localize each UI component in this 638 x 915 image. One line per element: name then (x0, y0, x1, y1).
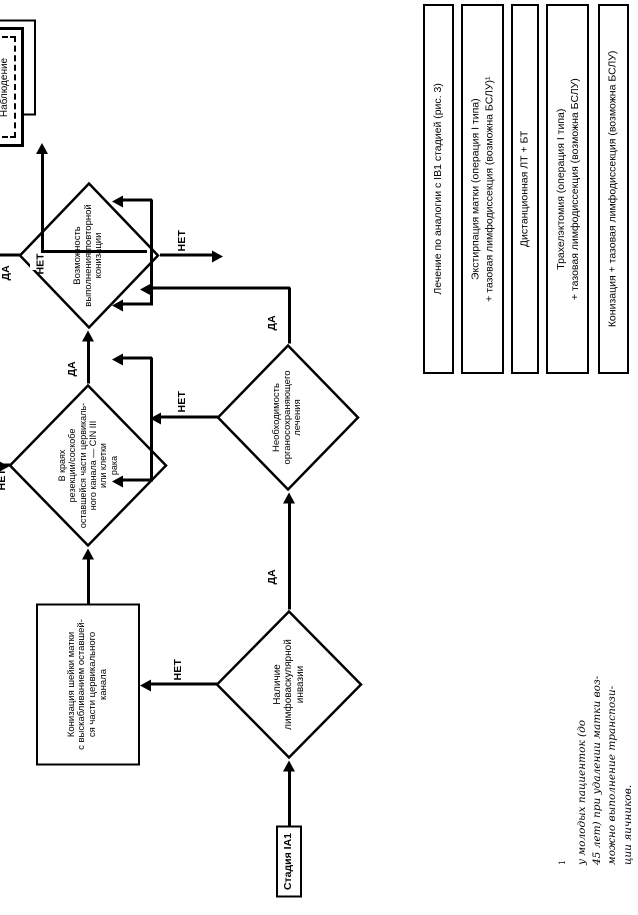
node-organ-preserving-label: Необходимость органосохраняющего лечения (270, 369, 304, 465)
edge-into-observation-horiz (41, 250, 147, 253)
footnote: 1 у молодых пациенток (до 45 лет) при уд… (542, 655, 638, 865)
edge-start-to-lvsi (288, 769, 291, 825)
edge-label-repeat-no: НЕТ (176, 228, 188, 252)
footnote-text: у молодых пациенток (до 45 лет) при удал… (575, 675, 634, 865)
edge-lvsi-no-vert (150, 682, 217, 685)
edge-label-margins-yes: ДА (66, 359, 78, 377)
edge-label-observation-net: НЕТ (30, 254, 51, 275)
edge-organ-yes-branch-right (122, 198, 152, 201)
edge-lvsi-yes-arrow (283, 492, 295, 503)
edge-organ-yes-branch-right-arrow (112, 195, 123, 207)
edge-organ-no-split (150, 357, 153, 481)
edge-loop-arrow-into-margins (0, 460, 9, 472)
edge-lvsi-yes (288, 501, 291, 609)
edge-label-organ-no: НЕТ (176, 389, 188, 413)
edge-margins-yes (87, 339, 90, 383)
node-organ-preserving: Необходимость органосохраняющего лечения (216, 343, 360, 491)
edge-organ-yes-split (150, 199, 153, 305)
edge-organ-no-branch-left (122, 478, 152, 481)
edge-label-organ-yes: ДА (266, 313, 278, 331)
node-repeat-possible: Возможность выполнения повторной конизац… (18, 181, 160, 329)
footnote-marker: 1 (558, 859, 568, 865)
edge-organ-yes-branch-left-arrow (112, 299, 123, 311)
node-lvsi: Наличие лимфоваскулярной инвазии (215, 609, 363, 759)
edge-organ-no-branch-left-arrow (112, 475, 123, 487)
lvsi-diamond-shape (215, 609, 363, 759)
edge-organ-yes-branch-left (122, 302, 152, 305)
node-lvsi-label: Наличие лимфоваскулярной инвазии (271, 638, 306, 730)
repeat-possible-diamond-shape (18, 181, 160, 329)
edge-organ-yes-horiz (288, 287, 291, 343)
edge-repeat-no-arrow (212, 250, 223, 262)
edge-organ-no-vert (160, 415, 218, 418)
edge-label-lvsi-yes: ДА (266, 567, 278, 585)
edge-start-to-lvsi-arrow (283, 760, 295, 771)
organ-preserving-diamond-shape (216, 343, 360, 491)
node-conization: Конизация шейки матки с выскабливанием о… (36, 603, 140, 765)
edge-organ-no-branch-right-arrow (112, 353, 123, 365)
node-start-stage-ia1: Стадия IA1 (276, 825, 302, 897)
node-start-label: Стадия IA1 (282, 832, 295, 890)
edge-conization-to-margins-arrow (82, 548, 94, 559)
margins-diamond-shape (8, 383, 168, 547)
edge-label-repeat-yes: ДА (0, 263, 12, 281)
edge-label-lvsi-no: НЕТ (172, 657, 184, 681)
edge-into-observation-line (41, 152, 44, 252)
node-observation-dashed-inner: Наблюдение (0, 36, 16, 138)
edge-margins-yes-arrow (82, 330, 94, 341)
edge-into-observation-arrow (36, 143, 48, 154)
edge-organ-yes-vert (150, 286, 290, 289)
edge-conization-to-margins (87, 557, 90, 603)
node-margins-cin3: В краях резекции/соскобе оставшейся част… (8, 383, 168, 547)
edge-repeat-no-vert (160, 253, 216, 256)
edge-lvsi-no-arrow (140, 679, 151, 691)
node-observation-box: Наблюдение (0, 27, 24, 147)
node-margins-label: В краях резекции/соскобе оставшейся част… (56, 402, 119, 528)
edge-repeat-yes-vert (0, 253, 20, 256)
edge-organ-no-branch-right (122, 356, 152, 359)
